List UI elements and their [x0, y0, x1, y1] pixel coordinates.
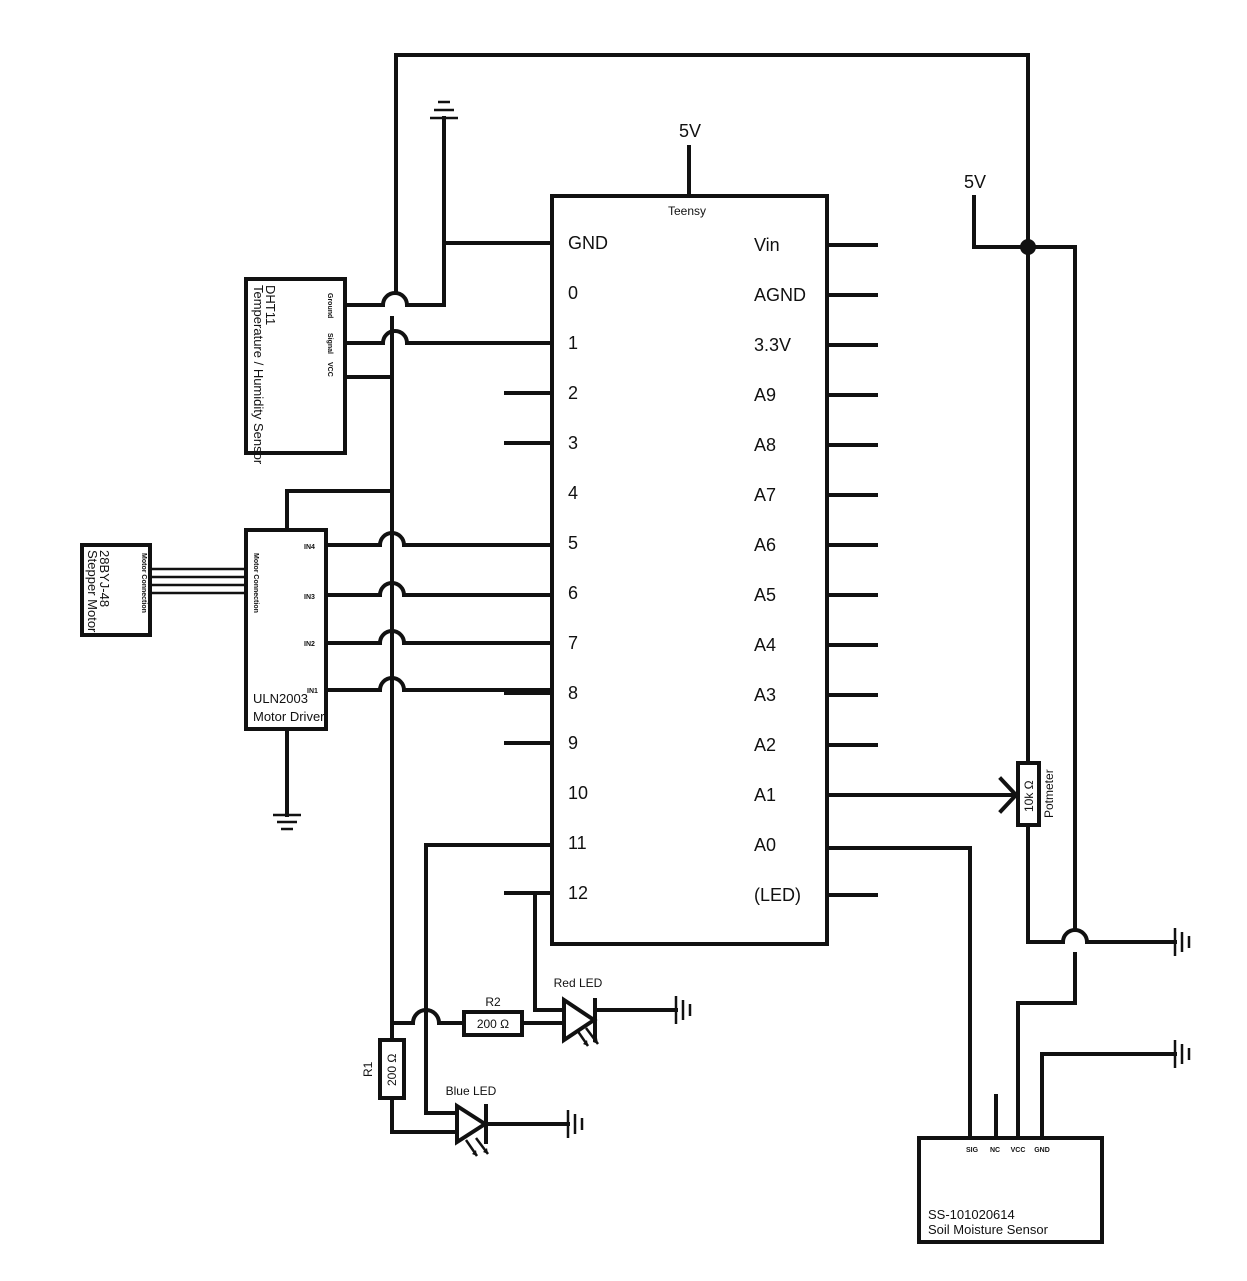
teensy-pin-label-a9: A9	[754, 385, 776, 405]
dht-name: DHT11	[263, 285, 278, 325]
driver-box	[244, 528, 328, 731]
r1-value: 200 Ω	[385, 1054, 399, 1086]
teensy-pin-label-11: 11	[568, 833, 587, 853]
in1-wire	[324, 676, 554, 692]
motor-name: 28BYJ-48	[97, 550, 112, 607]
red-led-ground-symbol	[674, 996, 692, 1024]
dht-pin-signal: Signal	[326, 333, 333, 354]
driver-in1: IN1	[307, 688, 318, 695]
dht-signal-wire	[343, 329, 554, 345]
driver-in3: IN3	[304, 594, 315, 601]
teensy-pin-label-a7: A7	[754, 485, 776, 505]
pot-ground-wire	[1026, 823, 1177, 944]
teensy-pin-label-2: 2	[568, 383, 578, 403]
soil-pin-gnd: GND	[1034, 1147, 1050, 1154]
pin12-wire	[533, 891, 565, 1012]
soil-sensor-box	[917, 1136, 1104, 1244]
teensy-pin-label-3: 3	[568, 433, 578, 453]
driver-vcc-wire	[285, 489, 394, 532]
teensy-pin-label-agnd: AGND	[754, 285, 806, 305]
top-loop-wire	[394, 53, 1030, 942]
soil-pin-nc: NC	[990, 1147, 1000, 1154]
teensy-pin-label-12: 12	[568, 883, 588, 903]
teensy-pin-label-7: 7	[568, 633, 578, 653]
teensy-pin-label-6: 6	[568, 583, 578, 603]
teensy-pin-label-8: 8	[568, 683, 578, 703]
motor-box	[80, 543, 152, 637]
in4-wire	[324, 531, 554, 547]
pin11-wire	[424, 843, 554, 1115]
in2-wire	[324, 629, 554, 645]
driver-ground-symbol	[273, 813, 301, 831]
dht-pin-ground: Ground	[326, 293, 333, 318]
soil-pin-sig: SIG	[966, 1147, 979, 1154]
in3-wire	[324, 581, 554, 597]
teensy-pin-label-led: (LED)	[754, 885, 801, 905]
soil-gnd-wire	[1040, 1052, 1177, 1140]
wiper-arrow	[998, 776, 1019, 814]
r2-label: R2	[485, 995, 501, 1009]
teensy-pin-label-0: 0	[568, 283, 578, 303]
red-led-label: Red LED	[554, 976, 603, 990]
soil-vcc-wire	[1016, 952, 1077, 1140]
potmeter-value: 10k Ω	[1022, 780, 1036, 812]
teensy-pin-label-a2: A2	[754, 735, 776, 755]
soil-name: Soil Moisture Sensor	[928, 1222, 1049, 1237]
teensy-pin-label-a3: A3	[754, 685, 776, 705]
potmeter-label: Potmeter	[1042, 769, 1056, 818]
r2-feed-wire	[390, 1008, 466, 1025]
soil-sig-wire	[825, 846, 972, 1140]
motor-conn-label: Motor Connection	[140, 553, 147, 613]
driver-in2: IN2	[304, 641, 315, 648]
dht-desc: Temperature / Humidity Sensor	[251, 285, 266, 465]
teensy-pin-label-vin: Vin	[754, 235, 780, 255]
dht-pin-vcc: VCC	[326, 362, 333, 377]
teensy-pin-label-4: 4	[568, 483, 578, 503]
driver-desc: Motor Driver	[253, 709, 325, 724]
teensy-pin-label-9: 9	[568, 733, 578, 753]
driver-in4: IN4	[304, 544, 315, 551]
r1-out-wire	[390, 1096, 458, 1134]
teensy-pin-label-a5: A5	[754, 585, 776, 605]
soil-pin-vcc: VCC	[1011, 1147, 1026, 1154]
teensy-pin-label-3.3v: 3.3V	[754, 335, 791, 355]
teensy-pin-label-a6: A6	[754, 535, 776, 555]
teensy-pin-label-gnd: GND	[568, 233, 608, 253]
teensy-pin-label-1: 1	[568, 333, 578, 353]
pot-ground-symbol	[1173, 928, 1191, 956]
teensy-pin-label-5: 5	[568, 533, 578, 553]
motor-cable	[150, 567, 246, 595]
teensy-pin-label-a1: A1	[754, 785, 776, 805]
red-led	[562, 996, 678, 1047]
soil-ground-symbol	[1173, 1040, 1191, 1068]
right-5v-label: 5V	[964, 172, 986, 192]
dht-sensor-box	[244, 277, 347, 455]
driver-conn-label: Motor Connection	[252, 553, 259, 613]
teensy-board	[550, 194, 829, 946]
blue-led	[455, 1102, 570, 1157]
teensy-pin-label-a0: A0	[754, 835, 776, 855]
blue-led-ground-symbol	[566, 1110, 584, 1138]
teensy-pin-label-10: 10	[568, 783, 588, 803]
r2-value: 200 Ω	[477, 1017, 509, 1031]
blue-led-label: Blue LED	[446, 1084, 497, 1098]
motor-desc: Stepper Motor	[85, 550, 100, 633]
r1-label: R1	[361, 1061, 375, 1077]
teensy-5v-label: 5V	[679, 121, 701, 141]
teensy-pin-label-a4: A4	[754, 635, 776, 655]
junction-dot	[1020, 239, 1036, 255]
driver-name: ULN2003	[253, 691, 308, 706]
dht-ground-wire	[343, 291, 446, 307]
soil-part: SS-101020614	[928, 1207, 1015, 1222]
teensy-label: Teensy	[668, 204, 706, 218]
top-ground-symbol	[430, 100, 458, 120]
teensy-pin-label-a8: A8	[754, 435, 776, 455]
